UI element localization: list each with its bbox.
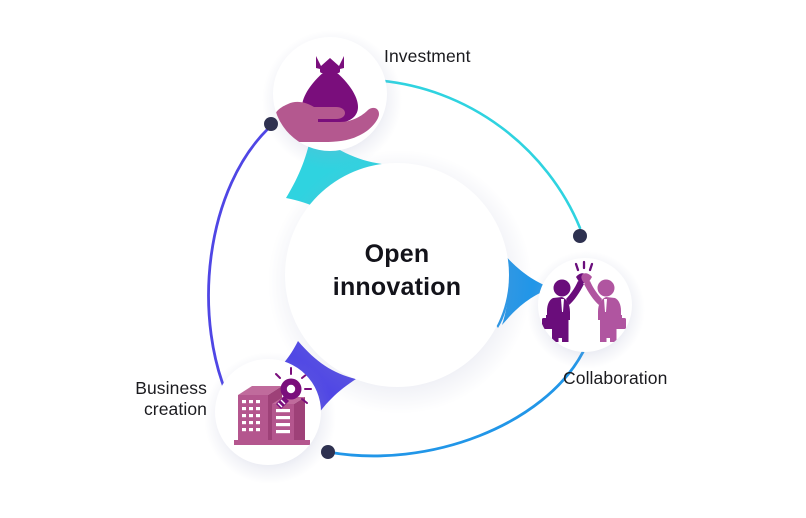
node-label-collaboration[interactable]: Collaboration [563, 368, 668, 388]
center-label-line1: Open [364, 240, 430, 268]
arc-dot-investment [264, 117, 278, 131]
node-collaboration[interactable] [538, 258, 632, 352]
arc-dot-business [321, 445, 335, 459]
arc-group [207, 78, 585, 458]
center-circle[interactable] [285, 163, 509, 387]
center-label: Open innovation [297, 238, 497, 304]
center-label-line2: innovation [332, 273, 462, 301]
node-label-investment[interactable]: Investment [384, 46, 471, 66]
arc-cyan [370, 78, 582, 230]
node-business-creation[interactable] [215, 359, 321, 465]
node-label-business-creation[interactable]: Business creation [135, 378, 207, 419]
arc-dot-collaboration [573, 229, 587, 243]
office-buildings-lightbulb-icon [234, 367, 312, 445]
arc-blue [326, 350, 585, 458]
two-people-high-five-icon [542, 260, 626, 342]
arc-indigo [207, 123, 274, 408]
arc-dot-group [264, 117, 587, 459]
